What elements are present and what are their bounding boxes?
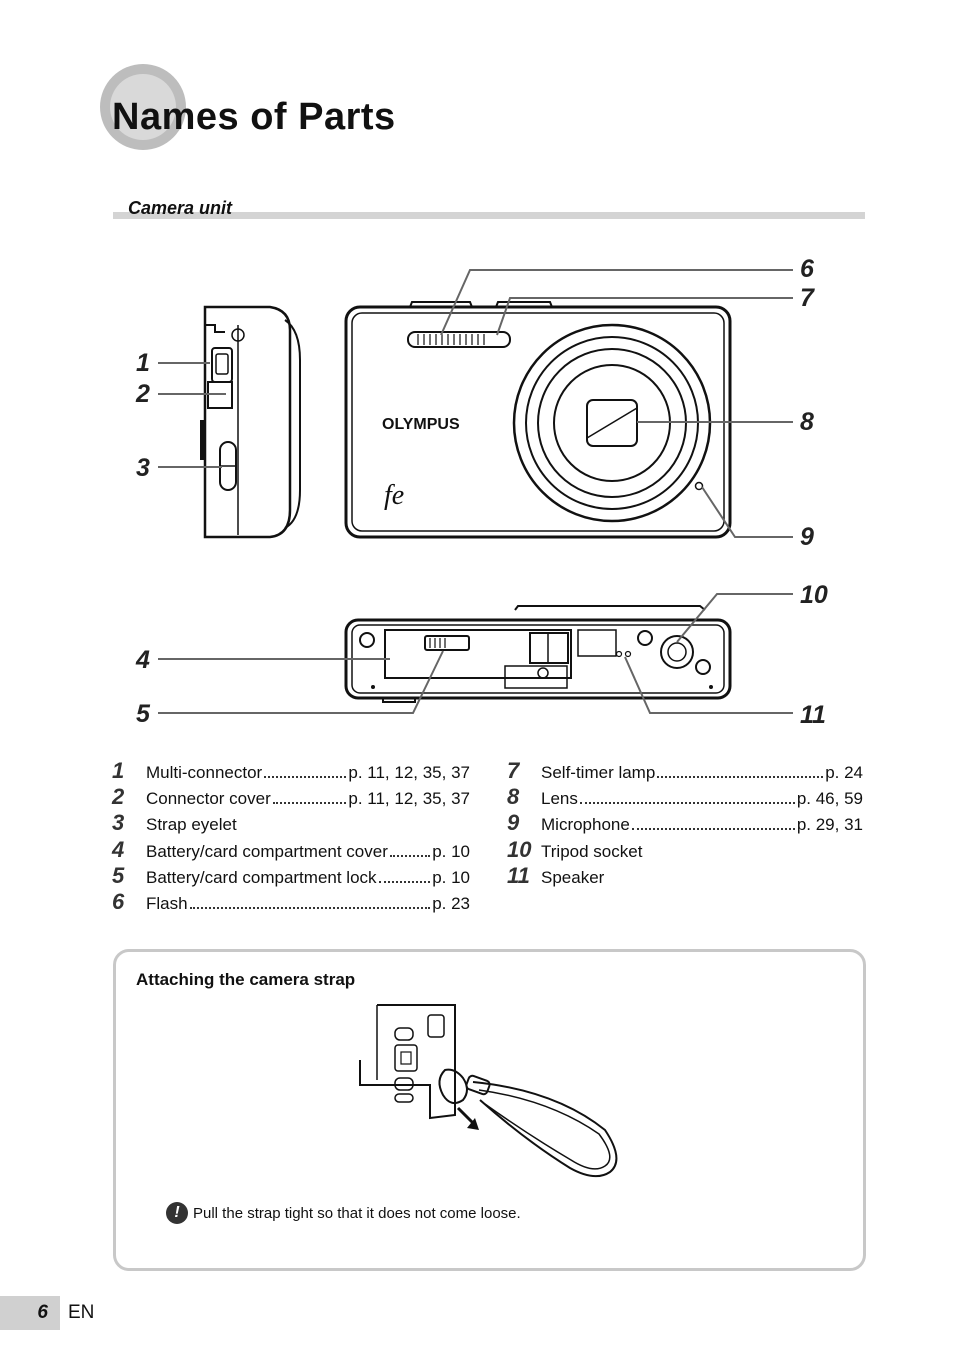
section-divider (113, 212, 865, 219)
part-number: 1 (112, 758, 125, 783)
part-number: 8 (507, 784, 520, 810)
leader-dots (657, 775, 824, 778)
page-reference: p. 23 (432, 893, 470, 913)
page-reference: p. 24 (825, 763, 863, 782)
page-reference: p. 29, 31 (796, 815, 863, 835)
callout-5: 5 (136, 700, 151, 728)
parts-list-left: 1 Multi-connector p. 11, 12, 35, 37 2 Co… (112, 758, 470, 915)
part-name: Lens (541, 789, 578, 809)
leader-dots (189, 906, 431, 909)
leader-dots (264, 775, 347, 778)
language-label: EN (68, 1302, 95, 1323)
page-number: 6 (37, 1302, 48, 1323)
leader-dots (579, 801, 795, 805)
list-item: 6 Flash p. 23 (112, 889, 470, 915)
list-item: 11 Speaker (507, 863, 863, 889)
part-name: Microphone (541, 815, 630, 835)
page-reference: p. 10 (432, 867, 470, 887)
page-title: Names of Parts (112, 96, 396, 138)
part-name: Speaker (541, 867, 605, 887)
callout-1: 1 (136, 349, 150, 377)
list-item: 4 Battery/card compartment cover p. 10 (112, 837, 470, 863)
list-item: 8 Lens p. 46, 59 (507, 784, 863, 810)
callout-8: 8 (800, 408, 814, 436)
part-number: 3 (112, 810, 125, 836)
part-number: 5 (112, 862, 125, 888)
caution-icon: ! (166, 1202, 188, 1224)
page-reference: p. 10 (432, 841, 470, 861)
part-name: Tripod socket (541, 841, 643, 861)
parts-list-right: 7 Self-timer lamp p. 24 8 Lens p. 46, 59… (507, 758, 863, 889)
list-item: 7 Self-timer lamp p. 24 (507, 758, 863, 784)
title-decoration-icon (100, 64, 186, 150)
callout-9: 9 (800, 523, 814, 551)
list-item: 2 Connector cover p. 11, 12, 35, 37 (112, 784, 470, 810)
camera-parts-diagram: OLYMPUS fe (135, 255, 828, 729)
callout-leader-lines (158, 269, 793, 714)
strap-info-box (113, 949, 866, 1271)
strap-note: ! Pull the strap tight so that it does n… (166, 1202, 521, 1224)
list-item: 5 Battery/card compartment lock p. 10 (112, 863, 470, 889)
leader-dots (378, 880, 431, 883)
part-name: Flash (146, 893, 188, 913)
callout-6: 6 (800, 255, 815, 283)
camera-side-view-illustration (200, 305, 301, 539)
part-number: 9 (507, 810, 520, 836)
list-item: 9 Microphone p. 29, 31 (507, 810, 863, 836)
list-item: 3 Strap eyelet (112, 810, 470, 836)
page-reference: p. 46, 59 (796, 789, 863, 809)
callout-7: 7 (800, 284, 815, 312)
leader-dots (389, 854, 431, 857)
leader-dots (272, 801, 347, 805)
part-name: Self-timer lamp (541, 763, 656, 782)
callout-2: 2 (135, 380, 150, 408)
part-name: Strap eyelet (146, 815, 237, 835)
part-name: Multi-connector (146, 763, 263, 782)
part-number: 6 (112, 888, 125, 914)
model-mark: fe (384, 480, 404, 511)
part-number: 2 (112, 784, 125, 810)
callout-10: 10 (800, 581, 828, 609)
strap-attachment-illustration (359, 1004, 618, 1178)
strap-note-text: Pull the strap tight so that it does not… (193, 1204, 521, 1222)
leader-dots (631, 827, 795, 831)
page-reference: p. 11, 12, 35, 37 (348, 763, 470, 782)
camera-bottom-view-illustration (344, 605, 732, 703)
list-item: 1 Multi-connector p. 11, 12, 35, 37 (112, 758, 470, 784)
part-number: 10 (507, 836, 532, 862)
callout-11: 11 (800, 701, 826, 729)
callout-4: 4 (135, 646, 150, 674)
part-name: Battery/card compartment lock (146, 867, 377, 887)
list-item: 10 Tripod socket (507, 837, 863, 863)
part-number: 11 (507, 862, 530, 888)
callout-3: 3 (136, 454, 150, 482)
brand-logo: OLYMPUS (382, 416, 460, 433)
page-reference: p. 11, 12, 35, 37 (348, 789, 470, 809)
part-name: Battery/card compartment cover (146, 841, 388, 861)
part-name: Connector cover (146, 789, 271, 809)
section-heading: Camera unit (128, 198, 233, 218)
part-number: 4 (112, 836, 125, 862)
camera-front-view-illustration: OLYMPUS fe (344, 301, 732, 539)
strap-heading: Attaching the camera strap (136, 970, 356, 989)
page-header: Names of Parts (100, 60, 500, 160)
page-number-tab: 6 (0, 1296, 60, 1330)
part-number: 7 (507, 758, 520, 783)
